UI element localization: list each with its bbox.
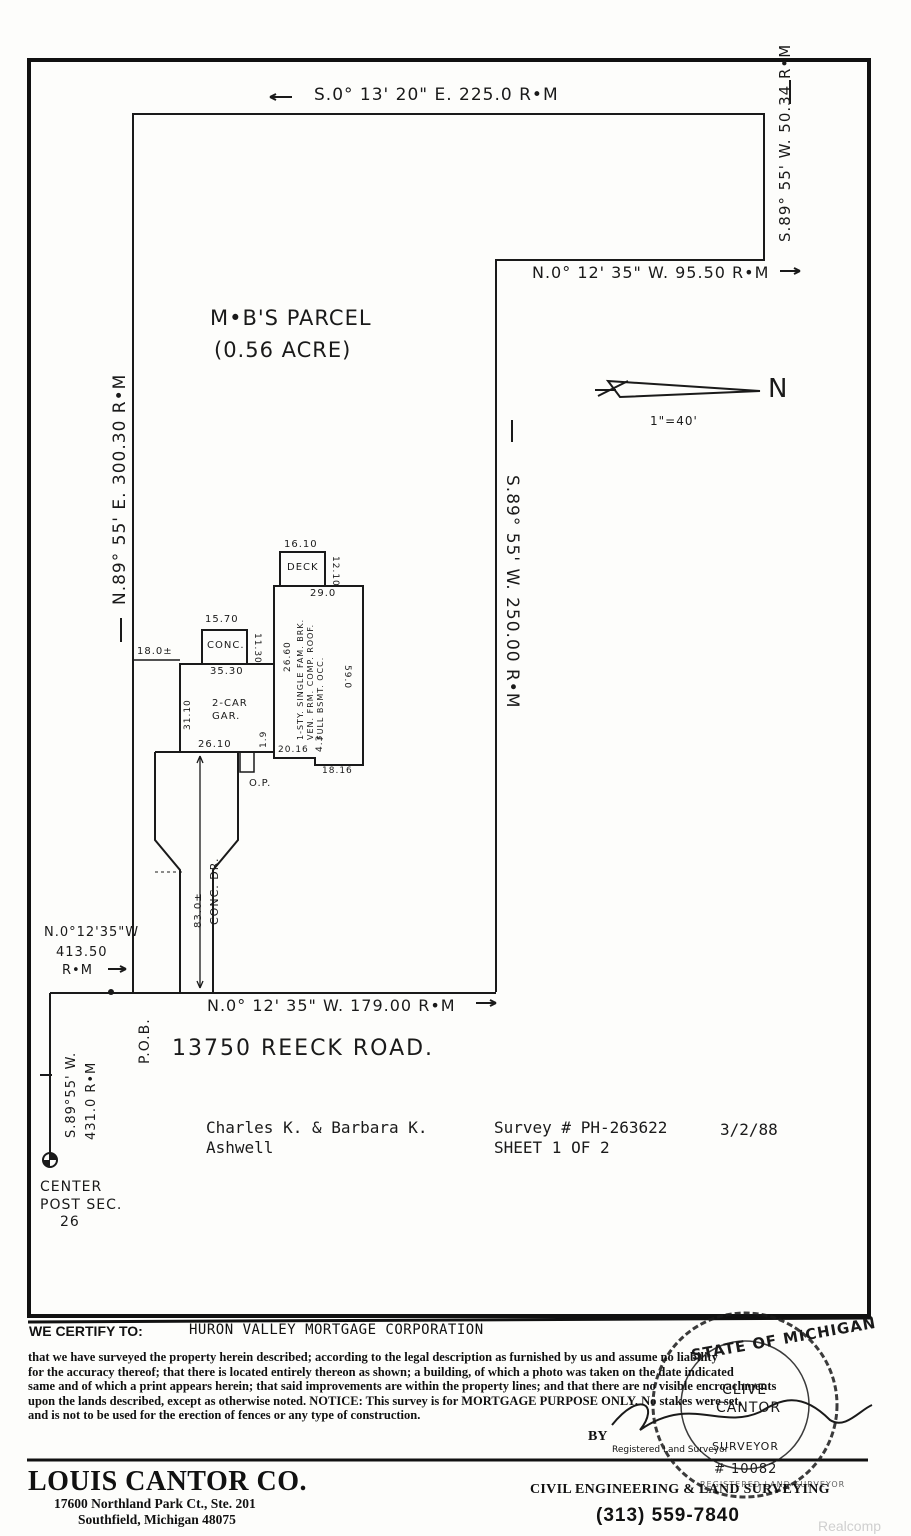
garage-setback: 18.0± bbox=[137, 646, 173, 657]
parcel-boundary bbox=[132, 113, 765, 992]
conc-label: CONC. bbox=[207, 640, 245, 651]
pob-marker bbox=[108, 989, 114, 995]
east-lower-label: S.89° 55' W. 250.00 R•M bbox=[502, 475, 522, 709]
seal-title: SURVEYOR bbox=[712, 1440, 779, 1453]
op-label: O.P. bbox=[249, 778, 272, 789]
west-tie-distance: 431.0 R•M bbox=[84, 1061, 99, 1140]
deck-label: DECK bbox=[287, 562, 319, 573]
north-line-label: S.0° 13' 20" E. 225.0 R•M bbox=[314, 85, 559, 105]
jog-line-label: N.0° 12' 35" W. 95.50 R•M bbox=[532, 263, 770, 282]
west-line-label: N.89° 55' E. 300.30 R•M bbox=[110, 373, 130, 605]
drive-start: 26.10 bbox=[198, 739, 232, 750]
street-label: 13750 REECK ROAD. bbox=[172, 1036, 435, 1061]
seal-name2: CANTOR bbox=[716, 1400, 782, 1416]
north-letter: N bbox=[768, 374, 789, 404]
conc-height: 11.30 bbox=[252, 633, 262, 664]
center-post-line1: CENTER bbox=[40, 1179, 103, 1195]
house-depth: 59.0 bbox=[342, 665, 352, 690]
drive-length: 83.0± bbox=[193, 892, 204, 928]
survey-date: 3/2/88 bbox=[720, 1120, 778, 1139]
drive-label: CONC. DR. bbox=[208, 857, 221, 925]
east-upper-label: S.89° 55' W. 50.34 R•M bbox=[776, 43, 794, 242]
tie-distance: 413.50 bbox=[56, 945, 108, 960]
house-outline bbox=[273, 585, 364, 766]
deck-height: 12.10 bbox=[330, 556, 340, 587]
certification-text: that we have surveyed the property herei… bbox=[28, 1350, 870, 1423]
driveway-left bbox=[154, 752, 181, 992]
company-address2: Southfield, Michigan 48075 bbox=[78, 1512, 236, 1527]
pob-label: P.O.B. bbox=[137, 1018, 153, 1064]
survey-number: Survey # PH-263622 bbox=[494, 1118, 668, 1137]
cert-line-1: that we have surveyed the property herei… bbox=[28, 1350, 718, 1364]
jog-small-2: 4.3 bbox=[315, 734, 325, 752]
house-side: 26.60 bbox=[283, 641, 293, 672]
seal-number: # 10082 bbox=[714, 1462, 778, 1477]
house-description: 1-STY. SINGLE FAM. BRK. VEN. FRM. COMP. … bbox=[296, 618, 325, 740]
driveway-right bbox=[212, 752, 239, 992]
parcel-title: M•B'S PARCEL bbox=[210, 306, 372, 330]
cert-line-5: and is not to be used for the erection o… bbox=[28, 1408, 421, 1422]
jog-small: 1.9 bbox=[259, 730, 269, 748]
tie-rm: R•M bbox=[62, 963, 93, 978]
tie-line-label: N.0°12'35"W bbox=[44, 925, 140, 940]
certify-to-label: WE CERTIFY TO: bbox=[29, 1323, 143, 1339]
scale-label: 1"=40' bbox=[650, 414, 698, 428]
cert-line-3: same and of which a print appears herein… bbox=[28, 1379, 777, 1393]
seal-name1: CLIVE bbox=[722, 1382, 768, 1398]
owner-line2: Ashwell bbox=[206, 1138, 274, 1157]
deck-width: 16.10 bbox=[284, 539, 318, 550]
registered-label: Registered Land Surveyor bbox=[612, 1445, 729, 1455]
jog-width: 20.16 bbox=[278, 745, 309, 755]
south-line-label: N.0° 12' 35" W. 179.00 R•M bbox=[207, 996, 456, 1015]
company-services: CIVIL ENGINEERING & LAND SURVEYING bbox=[530, 1482, 830, 1497]
center-post-line3: 26 bbox=[60, 1214, 80, 1230]
garage-depth: 31.10 bbox=[183, 699, 193, 730]
garage-label: 2-CAR GAR. bbox=[212, 698, 248, 722]
house-bottom: 18.16 bbox=[322, 766, 353, 776]
owner-line1: Charles K. & Barbara K. bbox=[206, 1118, 428, 1137]
border-frame bbox=[27, 58, 871, 1318]
seal-bottom: REGISTERED LAND SURVEYOR bbox=[700, 1480, 846, 1489]
north-arrow bbox=[605, 379, 761, 399]
parcel-area: (0.56 ACRE) bbox=[214, 338, 352, 362]
conc-width: 15.70 bbox=[205, 614, 239, 625]
signature bbox=[611, 1399, 873, 1431]
company-name: LOUIS CANTOR CO. bbox=[28, 1466, 307, 1497]
house-top: 29.0 bbox=[310, 588, 337, 599]
by-label: BY bbox=[588, 1429, 608, 1444]
company-phone: (313) 559-7840 bbox=[596, 1505, 740, 1526]
cert-line-4: upon the lands described, except as othe… bbox=[28, 1393, 742, 1408]
company-address1: 17600 Northland Park Ct., Ste. 201 bbox=[54, 1496, 256, 1511]
border-rule bbox=[27, 1316, 873, 1324]
cert-line-2: for the accuracy thereof; that there is … bbox=[28, 1364, 734, 1379]
certify-to-name: HURON VALLEY MORTGAGE CORPORATION bbox=[189, 1322, 484, 1338]
conc-pad bbox=[201, 629, 248, 665]
west-tie-label: S.89°55' W. bbox=[64, 1051, 79, 1138]
center-post-line2: POST SEC. bbox=[40, 1197, 123, 1213]
garage-width: 35.30 bbox=[210, 666, 244, 677]
sheet-number: SHEET 1 OF 2 bbox=[494, 1138, 610, 1157]
watermark: Realcomp bbox=[818, 1518, 882, 1534]
